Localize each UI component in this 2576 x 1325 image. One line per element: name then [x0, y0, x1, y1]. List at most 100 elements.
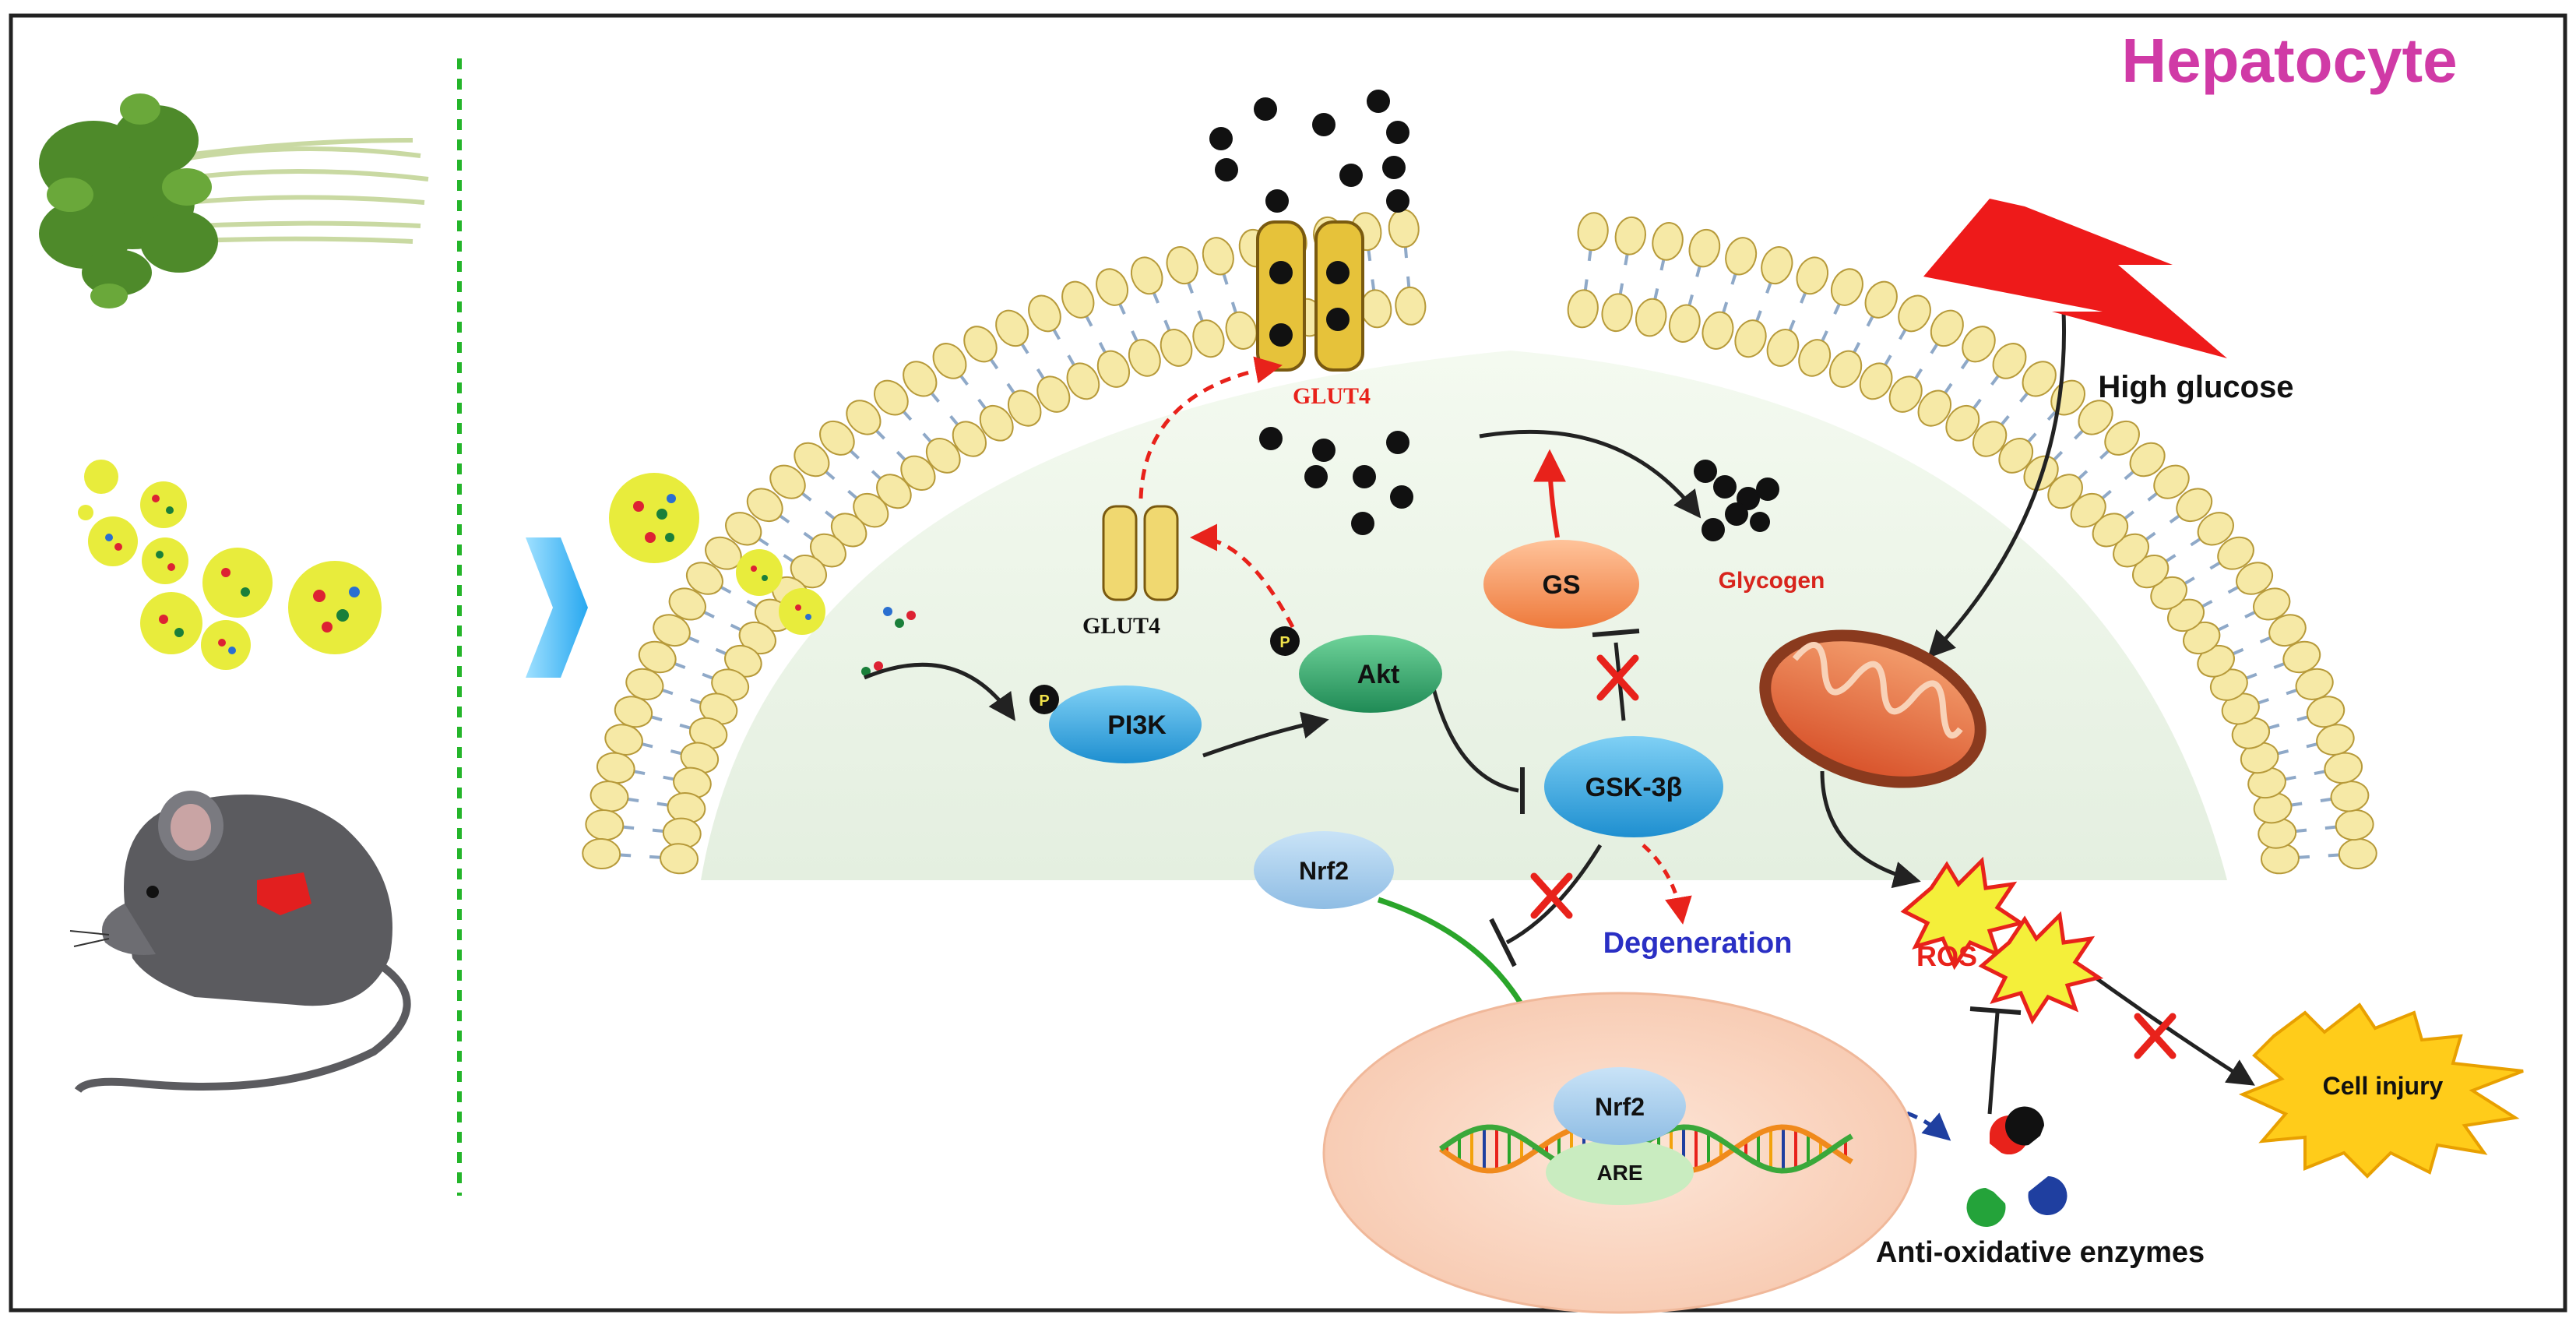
lipid-head: [1028, 294, 1061, 333]
arrow-mito-to-ros: [1820, 770, 1921, 889]
pi3k-phospho-label: P: [1039, 692, 1049, 710]
akt-phospho-badge: [1270, 626, 1300, 656]
glycogen-cluster-icon: [1694, 460, 1779, 541]
gsk3b-label: GSK-3β: [1585, 773, 1683, 802]
lipid-head: [769, 464, 806, 499]
lipid-head: [1096, 268, 1129, 306]
lipid-head: [819, 420, 855, 456]
lipid-head: [1202, 237, 1234, 276]
blocked-x-marks: [1530, 654, 2177, 1059]
arrow-glucose-to-glycogen: [1479, 429, 1701, 519]
lipid-head: [846, 400, 882, 435]
lipid-head: [668, 587, 706, 621]
lipid-head: [1796, 256, 1829, 295]
are-label: ARE: [1596, 1161, 1642, 1185]
lipid-head: [1635, 298, 1667, 337]
ros-label: ROS: [1916, 940, 1977, 972]
lipid-head: [1192, 319, 1225, 358]
lipid-head: [2176, 488, 2213, 523]
lipid-head: [1614, 216, 1646, 255]
lipid-head: [932, 343, 967, 379]
lipid-head: [746, 488, 783, 523]
ros-burst-icon: [1900, 856, 2104, 1025]
lipid-head: [1007, 389, 1042, 427]
glut4-membrane-label: GLUT4: [1293, 383, 1371, 409]
lipid-head: [596, 752, 635, 784]
lipid-head: [1972, 421, 2008, 457]
lipid-head: [2338, 837, 2377, 870]
gsk3b-node: [1544, 736, 1723, 837]
arrow-vesicle-to-membrane: [1138, 356, 1283, 499]
glycogen-label: Glycogen: [1719, 568, 1825, 594]
lipid-head: [2078, 400, 2113, 435]
are-node: [1546, 1140, 1694, 1205]
arrow-akt-to-vesicle: [1190, 523, 1295, 629]
lipid-head: [874, 379, 909, 416]
lipid-head: [979, 404, 1014, 442]
lipid-head: [2330, 781, 2370, 812]
nrf2-nucleus-label: Nrf2: [1595, 1093, 1645, 1121]
lipid-head: [2236, 562, 2274, 595]
lipid-head: [2282, 640, 2321, 674]
pi3k-node: [1049, 685, 1202, 763]
glut4-membrane-channel: [1256, 220, 1364, 372]
lipid-head: [1998, 437, 2034, 474]
lipid-head: [2324, 752, 2363, 784]
lipid-head: [2022, 361, 2057, 397]
lipid-head: [1395, 286, 1427, 326]
nrf2-cytoplasm-node: [1254, 831, 1394, 909]
lipid-head: [2335, 809, 2374, 841]
arrow-gsk3b-to-degeneration: [1642, 844, 1692, 925]
lipid-head: [589, 781, 629, 812]
extracellular-glucose: [1209, 90, 1409, 213]
lipid-head: [2104, 420, 2140, 456]
glut4-vesicle: [1102, 505, 1179, 601]
lipid-head: [1601, 293, 1633, 333]
lipid-head: [1734, 319, 1767, 358]
inhibit-enzymes-to-ros: [1987, 1012, 2000, 1115]
akt-phospho-label: P: [1279, 634, 1290, 651]
high-glucose-lightning-icon: [1923, 199, 2227, 358]
lipid-head: [1066, 362, 1100, 400]
lipid-head: [1166, 246, 1198, 285]
lipid-head: [963, 326, 998, 363]
lipid-head: [1130, 256, 1163, 295]
cell-membrane: [582, 209, 2377, 875]
lipid-head: [1128, 339, 1161, 377]
lipid-head: [952, 421, 987, 457]
arrow-gs-to-glucose: [1533, 449, 1567, 538]
lipid-head: [1160, 329, 1193, 367]
gs-label: GS: [1542, 570, 1580, 600]
gs-node: [1483, 540, 1639, 629]
high-glucose-label: High glucose: [2098, 370, 2293, 404]
nrf2-nucleus-node: [1554, 1067, 1686, 1145]
lipid-head: [794, 442, 830, 477]
lipid-head: [903, 361, 938, 397]
lipid-head: [1725, 237, 1758, 276]
lipid-head: [1962, 326, 1996, 363]
akt-label: Akt: [1357, 660, 1400, 689]
enzyme-icons: [1966, 1106, 2067, 1227]
lipid-head: [1036, 375, 1071, 413]
nanoparticle-uptake: [609, 473, 825, 635]
akt-node: [1299, 635, 1442, 713]
lipid-head: [1577, 212, 1609, 252]
cell-injury-burst-icon: [2238, 1003, 2524, 1179]
lipid-head: [2153, 464, 2190, 499]
figure-frame: [9, 13, 2567, 1313]
lipid-head: [2217, 536, 2254, 570]
lipid-head: [582, 837, 621, 870]
lipid-head: [1652, 222, 1684, 261]
arrow-pi3k-to-akt: [1202, 711, 1329, 758]
lipid-head: [1992, 343, 2027, 379]
pea-sprouts-illustration: [39, 93, 429, 308]
arrow-glucose-to-mito: [1927, 311, 2067, 659]
lipid-head: [1688, 228, 1721, 268]
lipid-head: [1225, 311, 1258, 350]
lipid-head: [1945, 404, 1980, 442]
signal-molecules: [861, 607, 916, 676]
lipid-head: [1096, 350, 1131, 388]
entry-arrow-icon: [526, 537, 588, 678]
lipid-head: [1061, 280, 1095, 319]
